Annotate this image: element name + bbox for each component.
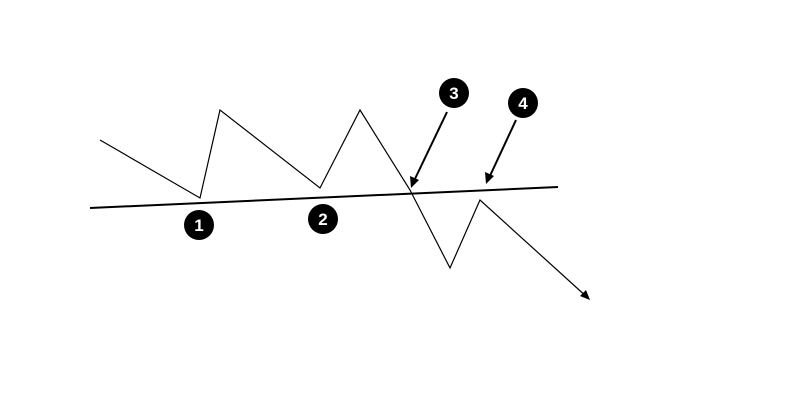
marker-1: 1	[184, 210, 214, 240]
pointer-arrowhead-3	[410, 176, 419, 188]
marker-4-label: 4	[518, 94, 528, 113]
marker-3-label: 3	[449, 84, 458, 103]
pointer-arrowhead-4	[485, 172, 494, 184]
marker-2: 2	[308, 204, 338, 234]
price-path-arrowhead	[580, 290, 590, 300]
marker-4: 4	[508, 88, 538, 118]
marker-2-label: 2	[318, 210, 327, 229]
marker-3: 3	[439, 78, 469, 108]
marker-1-label: 1	[194, 216, 203, 235]
trend-line	[89, 186, 559, 209]
pointer-arrow-3	[412, 111, 448, 184]
pointer-arrow-4	[488, 119, 517, 179]
price-path	[99, 108, 589, 299]
